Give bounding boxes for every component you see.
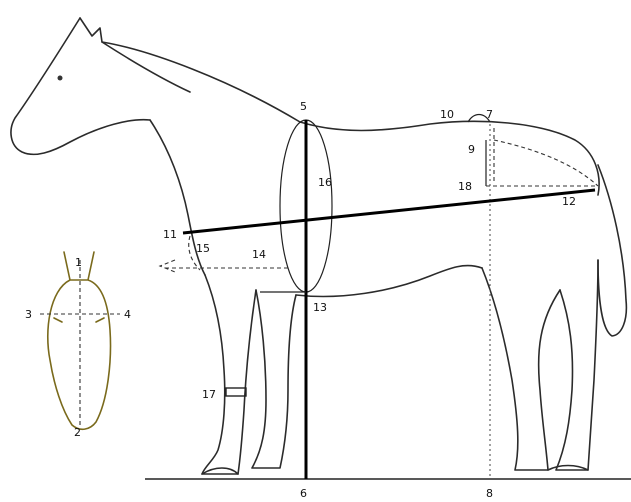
front-leg-near [202,275,256,474]
label-4: 4 [124,308,131,321]
label-12: 12 [562,195,576,208]
label-3: 3 [25,308,32,321]
head-front-view [40,252,120,429]
label-18: 18 [458,180,472,193]
body-length-line [183,190,595,233]
label-9: 9 [468,143,475,156]
front-leg-far [252,290,296,468]
measure-14-arrow [160,260,175,272]
croup-slope-dash [494,140,598,186]
horse-mane [102,42,190,92]
label-10: 10 [440,108,454,121]
label-15: 15 [196,242,210,255]
head-front-eyes [54,318,104,322]
hind-leg-far [556,260,598,470]
label-13: 13 [313,301,327,314]
front-hoof [202,468,238,474]
cannon-circumference-band [226,388,246,396]
label-17: 17 [202,388,216,401]
label-7: 7 [486,108,493,121]
horse-face-outline [11,18,150,154]
label-2: 2 [74,426,81,439]
label-11: 11 [163,228,177,241]
head-front-outline [48,252,111,429]
hind-leg-near [482,268,560,470]
label-8: 8 [486,487,493,500]
label-1: 1 [75,256,82,269]
label-16: 16 [318,176,332,189]
label-5: 5 [300,100,307,113]
horse-eye [58,76,63,81]
label-6: 6 [300,487,307,500]
label-14: 14 [252,248,266,261]
horse-tail [598,165,626,336]
horse-upper-outline [80,18,599,195]
